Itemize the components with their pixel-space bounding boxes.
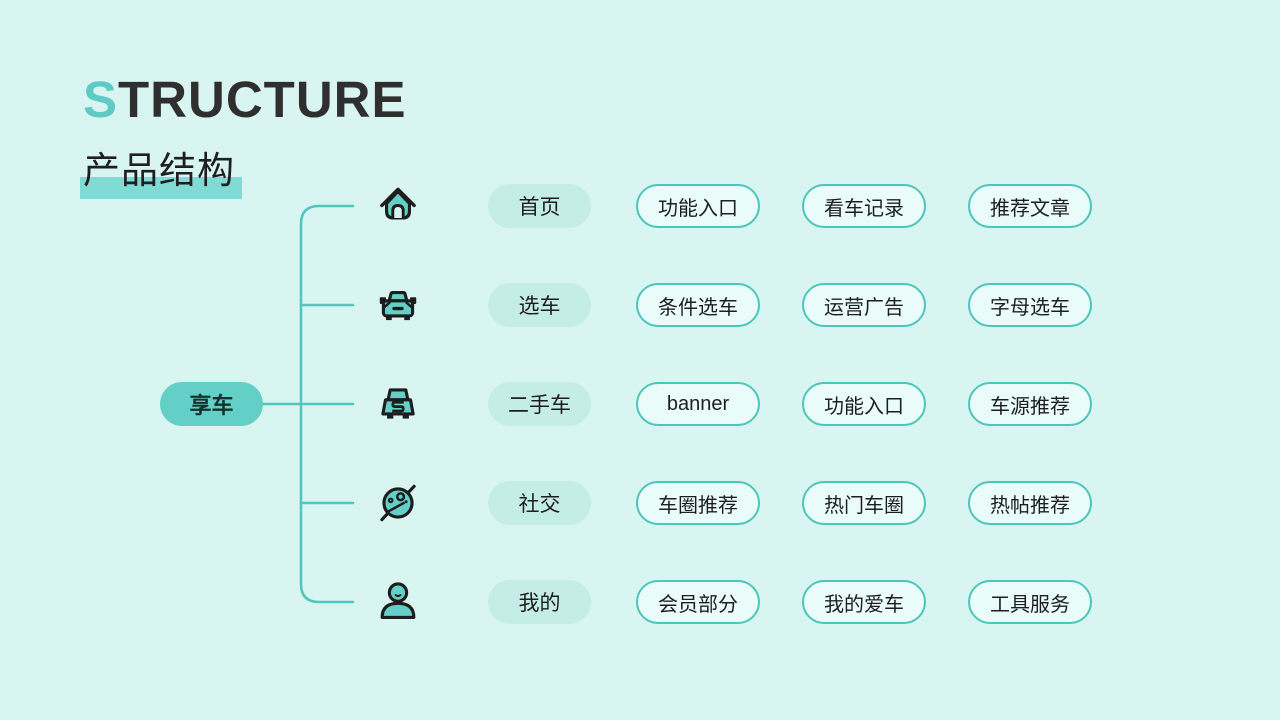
leaf-label: 热帖推荐 xyxy=(990,494,1070,517)
leaf-label: 功能入口 xyxy=(658,197,738,220)
root-node: 享车 xyxy=(160,382,263,426)
leaf-pill: 条件选车 xyxy=(636,283,760,327)
root-node-label: 享车 xyxy=(189,393,234,418)
leaf-label: 看车记录 xyxy=(824,197,904,220)
leaf-pill: 运营广告 xyxy=(802,283,926,327)
planet-icon xyxy=(373,478,423,528)
leaf-label: banner xyxy=(666,392,730,415)
row-label: 二手车 xyxy=(508,394,571,417)
leaf-label: 我的爱车 xyxy=(824,593,904,616)
car-icon xyxy=(373,280,423,330)
leaf-pill: 字母选车 xyxy=(968,283,1092,327)
leaf-pill: 热帖推荐 xyxy=(968,481,1092,525)
leaf-pill: 功能入口 xyxy=(636,184,760,228)
row-label: 选车 xyxy=(518,295,561,318)
leaf-label: 推荐文章 xyxy=(990,197,1070,220)
leaf-label: 会员部分 xyxy=(658,593,738,616)
person-icon xyxy=(373,577,423,627)
leaf-label: 功能入口 xyxy=(824,395,904,418)
leaf-label: 车圈推荐 xyxy=(658,494,738,517)
leaf-pill: 工具服务 xyxy=(968,580,1092,624)
leaf-label: 工具服务 xyxy=(990,593,1070,616)
leaf-pill: 推荐文章 xyxy=(968,184,1092,228)
row-label-pill: 我的 xyxy=(488,580,591,624)
leaf-label: 热门车圈 xyxy=(824,494,904,517)
subtitle-text: 产品结构 xyxy=(83,150,235,191)
row-label: 首页 xyxy=(518,196,561,219)
leaf-pill: 功能入口 xyxy=(802,382,926,426)
leaf-pill: 热门车圈 xyxy=(802,481,926,525)
row-label-pill: 首页 xyxy=(488,184,591,228)
leaf-label: 字母选车 xyxy=(990,296,1070,319)
leaf-pill: 看车记录 xyxy=(802,184,926,228)
home-icon xyxy=(373,181,423,231)
row-label-pill: 二手车 xyxy=(488,382,591,426)
page-subtitle: 产品结构 xyxy=(80,150,283,202)
leaf-pill: 车源推荐 xyxy=(968,382,1092,426)
used-car-icon xyxy=(373,379,423,429)
connector-trunk xyxy=(299,204,355,604)
leaf-pill: banner xyxy=(636,382,760,426)
title-accent-letter: S xyxy=(83,71,119,128)
title-rest: TRUCTURE xyxy=(118,71,407,128)
row-label-pill: 社交 xyxy=(488,481,591,525)
leaf-label: 条件选车 xyxy=(658,296,738,319)
leaf-label: 车源推荐 xyxy=(990,395,1070,418)
leaf-pill: 我的爱车 xyxy=(802,580,926,624)
leaf-pill: 车圈推荐 xyxy=(636,481,760,525)
leaf-label: 运营广告 xyxy=(824,296,904,319)
row-label-pill: 选车 xyxy=(488,283,591,327)
subtitle-highlight xyxy=(80,177,242,199)
row-label: 社交 xyxy=(518,493,561,516)
leaf-pill: 会员部分 xyxy=(636,580,760,624)
row-label: 我的 xyxy=(518,592,561,615)
page-title: STRUCTURE xyxy=(83,71,407,128)
